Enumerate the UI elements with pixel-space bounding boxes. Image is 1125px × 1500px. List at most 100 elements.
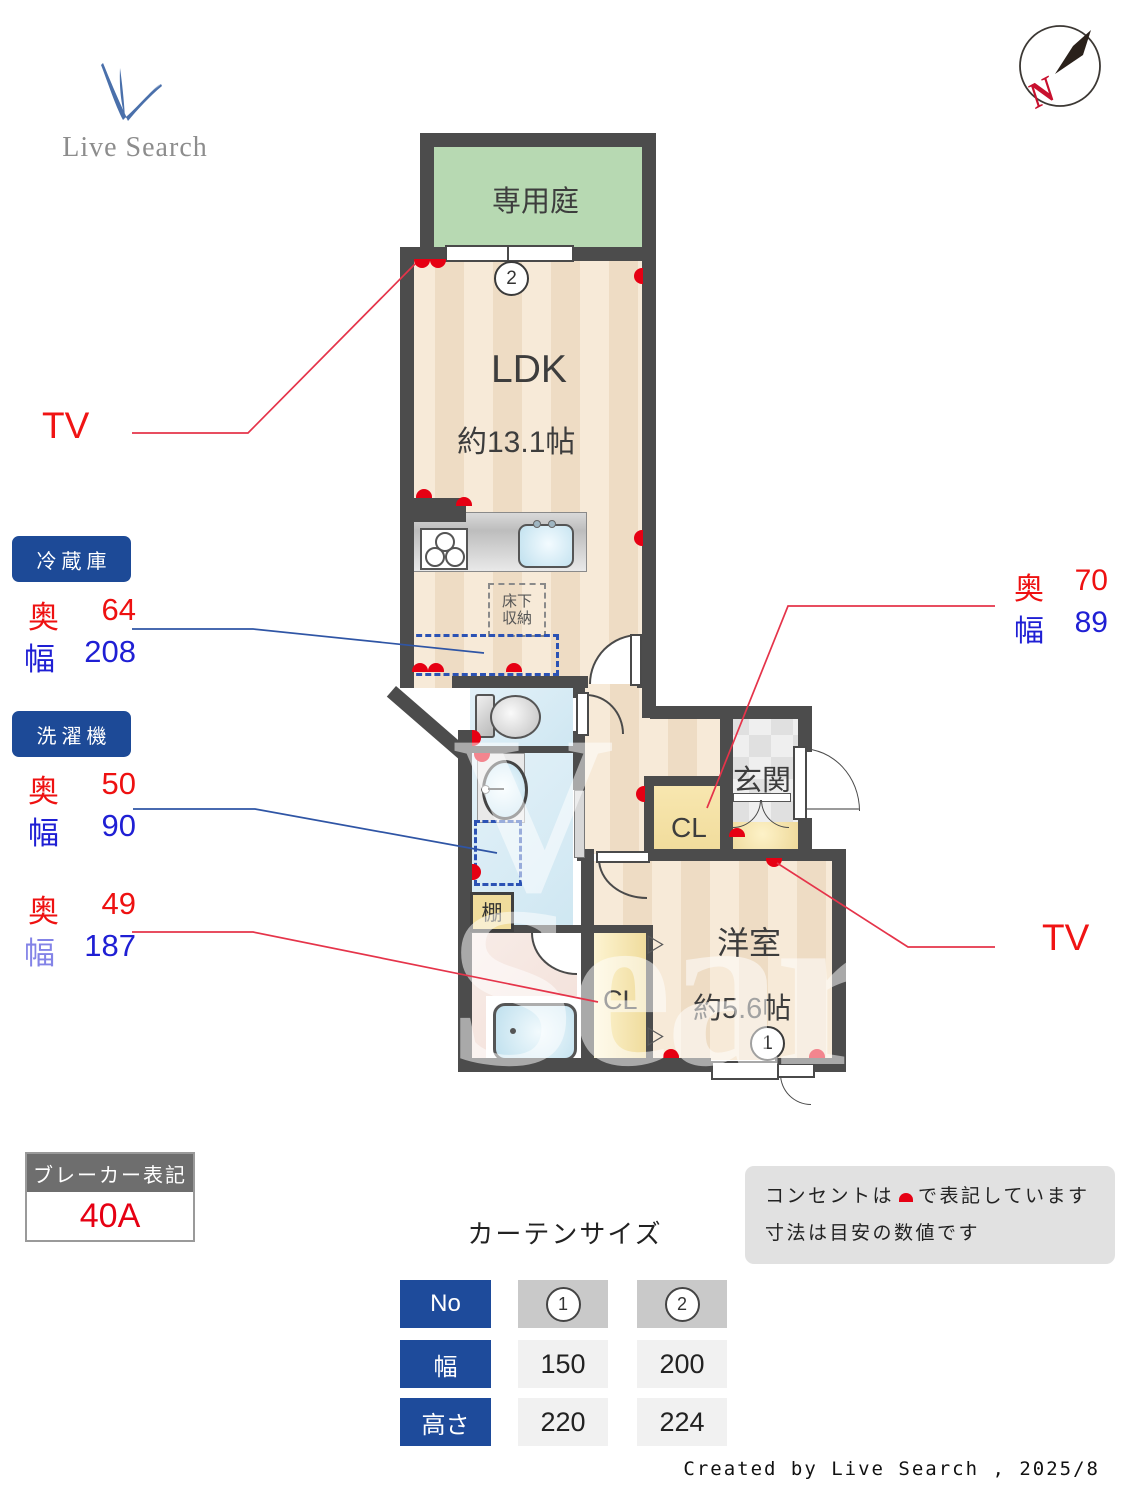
note-line-1: コンセントはで表記しています	[765, 1186, 1090, 1207]
outlet	[472, 730, 481, 746]
curtain-header-width: 幅	[400, 1340, 491, 1388]
underfloor-storage-label-2: 収納	[501, 610, 532, 627]
curtain-height-2: 224	[637, 1398, 727, 1446]
breaker-title: ブレーカー表記	[27, 1154, 193, 1192]
outlet	[663, 1049, 679, 1058]
curtain-width-2: 200	[637, 1340, 727, 1388]
toilet-bowl	[490, 695, 541, 739]
wall	[594, 925, 652, 933]
outlet	[506, 663, 522, 672]
fridge-badge: 冷蔵庫	[12, 536, 131, 582]
outlet	[809, 1049, 825, 1058]
outlet-legend-icon	[899, 1193, 914, 1202]
bedroom-size-label: 約5.6帖	[693, 993, 792, 1025]
outlet	[634, 268, 643, 284]
shelf-label: 棚	[481, 902, 503, 925]
outlet	[766, 858, 782, 867]
curtain-col-2-number: 2	[664, 1286, 700, 1322]
curtain-col-1-number: 1	[545, 1286, 581, 1322]
room-ldk-floor	[406, 253, 642, 688]
entrance-label: 玄関	[733, 765, 792, 797]
outlet	[414, 259, 430, 268]
garden-label: 専用庭	[492, 186, 580, 218]
wall	[458, 1058, 593, 1072]
window-bedroom	[711, 1061, 779, 1080]
door-leaf-toilet	[576, 692, 589, 736]
wall	[570, 247, 656, 261]
wall	[452, 676, 588, 688]
curtain-col-1-header: 1	[518, 1280, 608, 1328]
underfloor-storage: 床下 収納	[488, 583, 546, 637]
door-leaf-ldk	[630, 634, 642, 686]
door-swing-line	[801, 808, 859, 810]
outlet	[729, 828, 745, 837]
outlet	[474, 753, 490, 762]
outlet	[412, 663, 428, 672]
live-search-logo: Live Search	[40, 60, 230, 163]
exterior-gap	[656, 655, 722, 708]
ldk-size-label: 約13.1帖	[457, 426, 576, 459]
door-leaf-bedroom-exit	[775, 1063, 815, 1078]
window-garden	[445, 245, 574, 262]
credit-text: Created by Live Search , 2025/8	[683, 1458, 1100, 1480]
logo-text: Live Search	[62, 132, 208, 163]
tv-label-left: TV	[42, 405, 90, 446]
compass-north-letter: N	[1020, 68, 1064, 112]
outlet	[430, 259, 446, 268]
wall-angled	[386, 686, 469, 760]
tv-label-right: TV	[1042, 917, 1090, 958]
washer-space	[474, 820, 522, 886]
shelf-box: 棚	[470, 892, 514, 932]
room-garden-floor	[426, 139, 648, 247]
wall	[642, 133, 656, 718]
wall	[420, 133, 434, 247]
wall	[420, 133, 656, 147]
hall-closet-label: CL	[671, 812, 707, 843]
ldk-label: LDK	[491, 348, 567, 391]
door-sliding-washroom	[574, 790, 585, 858]
curtain-col-2-header: 2	[637, 1280, 727, 1328]
wall	[645, 849, 846, 861]
outlet	[456, 497, 472, 506]
curtain-size-title: カーテンサイズ	[467, 1219, 663, 1249]
curtain-header-height: 高さ	[400, 1398, 491, 1446]
wall	[573, 731, 585, 790]
wall	[832, 849, 846, 1072]
curtain-width-1: 150	[518, 1340, 608, 1388]
wall	[644, 776, 654, 855]
kitchen-sink	[518, 520, 574, 568]
curtain-marker-1: 1	[750, 1026, 785, 1061]
outlet	[472, 864, 481, 880]
curtain-height-1: 220	[518, 1398, 608, 1446]
outlet	[636, 786, 645, 802]
breaker-box: ブレーカー表記 40A	[25, 1152, 195, 1242]
breaker-value: 40A	[79, 1196, 141, 1235]
note-box: コンセントはで表記しています 寸法は目安の数値です	[745, 1166, 1115, 1265]
washbasin-bowl	[481, 760, 528, 820]
bedroom-closet-floor	[594, 931, 646, 1060]
note-line-2: 寸法は目安の数値です	[765, 1223, 981, 1245]
wall	[581, 849, 594, 1072]
outlet	[428, 663, 444, 672]
bedroom-closet-label: CL	[603, 985, 638, 1015]
curtain-marker-2: 2	[494, 261, 529, 296]
fold-door-arrow: ▷	[647, 1021, 664, 1049]
compass-icon: N	[1019, 25, 1101, 112]
door-arc-entrance	[801, 748, 860, 811]
wall	[650, 706, 726, 719]
wall	[644, 776, 724, 786]
curtain-header-no: No	[400, 1280, 491, 1328]
stove	[420, 528, 468, 570]
underfloor-storage-label-1: 床下	[501, 592, 532, 610]
logo-v-icon	[101, 63, 162, 121]
door-arc-bedroom-exit	[780, 1074, 811, 1105]
